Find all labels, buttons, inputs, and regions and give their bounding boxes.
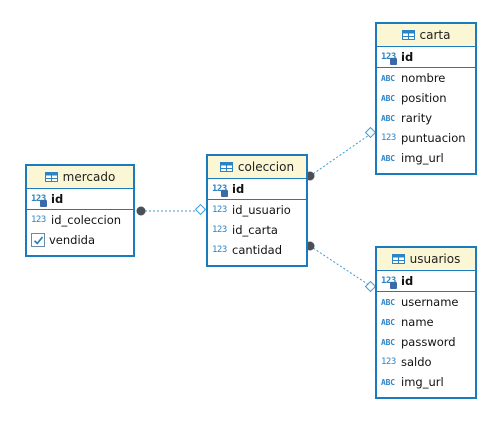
- pk-diamond-carta: [364, 126, 377, 139]
- column-name: vendida: [49, 233, 96, 247]
- entity-title: mercado: [62, 170, 116, 184]
- entity-header[interactable]: coleccion: [208, 156, 306, 179]
- column-name: id_coleccion: [51, 213, 122, 227]
- column-name: id: [51, 192, 64, 206]
- entity-header[interactable]: usuarios: [377, 248, 475, 271]
- numeric-type-icon: 123: [381, 276, 401, 289]
- text-type-icon: ABC: [381, 73, 395, 83]
- column-name: rarity: [401, 111, 433, 125]
- column-name: nombre: [401, 71, 446, 85]
- column-row[interactable]: 123 puntuacion: [377, 128, 475, 148]
- text-type-icon: ABC: [381, 297, 395, 307]
- entity-title: carta: [419, 28, 451, 42]
- column-row[interactable]: ABC password: [377, 332, 475, 352]
- numeric-type-icon: 123: [31, 215, 46, 225]
- column-name: position: [401, 91, 447, 105]
- table-icon: [391, 254, 410, 264]
- key-icon: [40, 200, 47, 207]
- column-name: password: [401, 335, 456, 349]
- numeric-type-icon: 123: [212, 205, 227, 215]
- column-name: cantidad: [232, 243, 283, 257]
- column-row[interactable]: 123 id_carta: [208, 220, 306, 240]
- column-name: img_url: [401, 375, 444, 389]
- column-name: id: [401, 50, 414, 64]
- pk-diamond-coleccion: [194, 203, 207, 216]
- fk-dot-mercado: [136, 206, 146, 216]
- column-row[interactable]: 123 cantidad: [208, 240, 306, 260]
- table-icon: [401, 30, 420, 40]
- key-icon: [390, 282, 397, 289]
- key-icon: [390, 58, 397, 65]
- column-name: id: [401, 274, 414, 288]
- column-row[interactable]: ABC name: [377, 312, 475, 332]
- text-type-icon: ABC: [381, 317, 395, 327]
- column-row[interactable]: ABC img_url: [377, 372, 475, 392]
- column-row[interactable]: ABC position: [377, 88, 475, 108]
- column-name: id_carta: [232, 223, 278, 237]
- numeric-type-icon: 123: [31, 194, 51, 207]
- link-coleccion-usuarios: [309, 245, 373, 288]
- numeric-type-icon: 123: [212, 225, 227, 235]
- column-name: saldo: [401, 355, 432, 369]
- column-row[interactable]: 123 id_coleccion: [27, 210, 133, 230]
- numeric-type-icon: 123: [381, 52, 401, 65]
- text-type-icon: ABC: [381, 153, 395, 163]
- numeric-type-icon: 123: [212, 184, 232, 197]
- numeric-type-icon: 123: [381, 133, 396, 143]
- entity-title: usuarios: [409, 252, 461, 266]
- numeric-type-icon: 123: [381, 357, 396, 367]
- column-row[interactable]: ABC img_url: [377, 148, 475, 168]
- column-name: id: [232, 182, 245, 196]
- numeric-type-icon: 123: [212, 245, 227, 255]
- table-icon: [219, 162, 238, 172]
- text-type-icon: ABC: [381, 377, 395, 387]
- column-name: img_url: [401, 151, 444, 165]
- entity-header[interactable]: carta: [377, 24, 475, 47]
- link-coleccion-carta: [309, 132, 373, 177]
- table-icon: [44, 172, 63, 182]
- entity-header[interactable]: mercado: [27, 166, 133, 189]
- checkbox-type-icon: [31, 233, 45, 247]
- column-row[interactable]: ABC nombre: [377, 68, 475, 88]
- key-icon: [221, 190, 228, 197]
- entity-title: coleccion: [237, 160, 295, 174]
- column-row[interactable]: ABC username: [377, 292, 475, 312]
- column-name: name: [401, 315, 434, 329]
- pk-diamond-usuarios: [364, 280, 377, 293]
- column-row[interactable]: 123 saldo: [377, 352, 475, 372]
- text-type-icon: ABC: [381, 337, 395, 347]
- column-row[interactable]: vendida: [27, 230, 133, 250]
- column-name: id_usuario: [232, 203, 291, 217]
- column-row[interactable]: 123 id_usuario: [208, 200, 306, 220]
- column-name: puntuacion: [401, 131, 466, 145]
- text-type-icon: ABC: [381, 93, 395, 103]
- column-row[interactable]: ABC rarity: [377, 108, 475, 128]
- text-type-icon: ABC: [381, 113, 395, 123]
- column-name: username: [401, 295, 459, 309]
